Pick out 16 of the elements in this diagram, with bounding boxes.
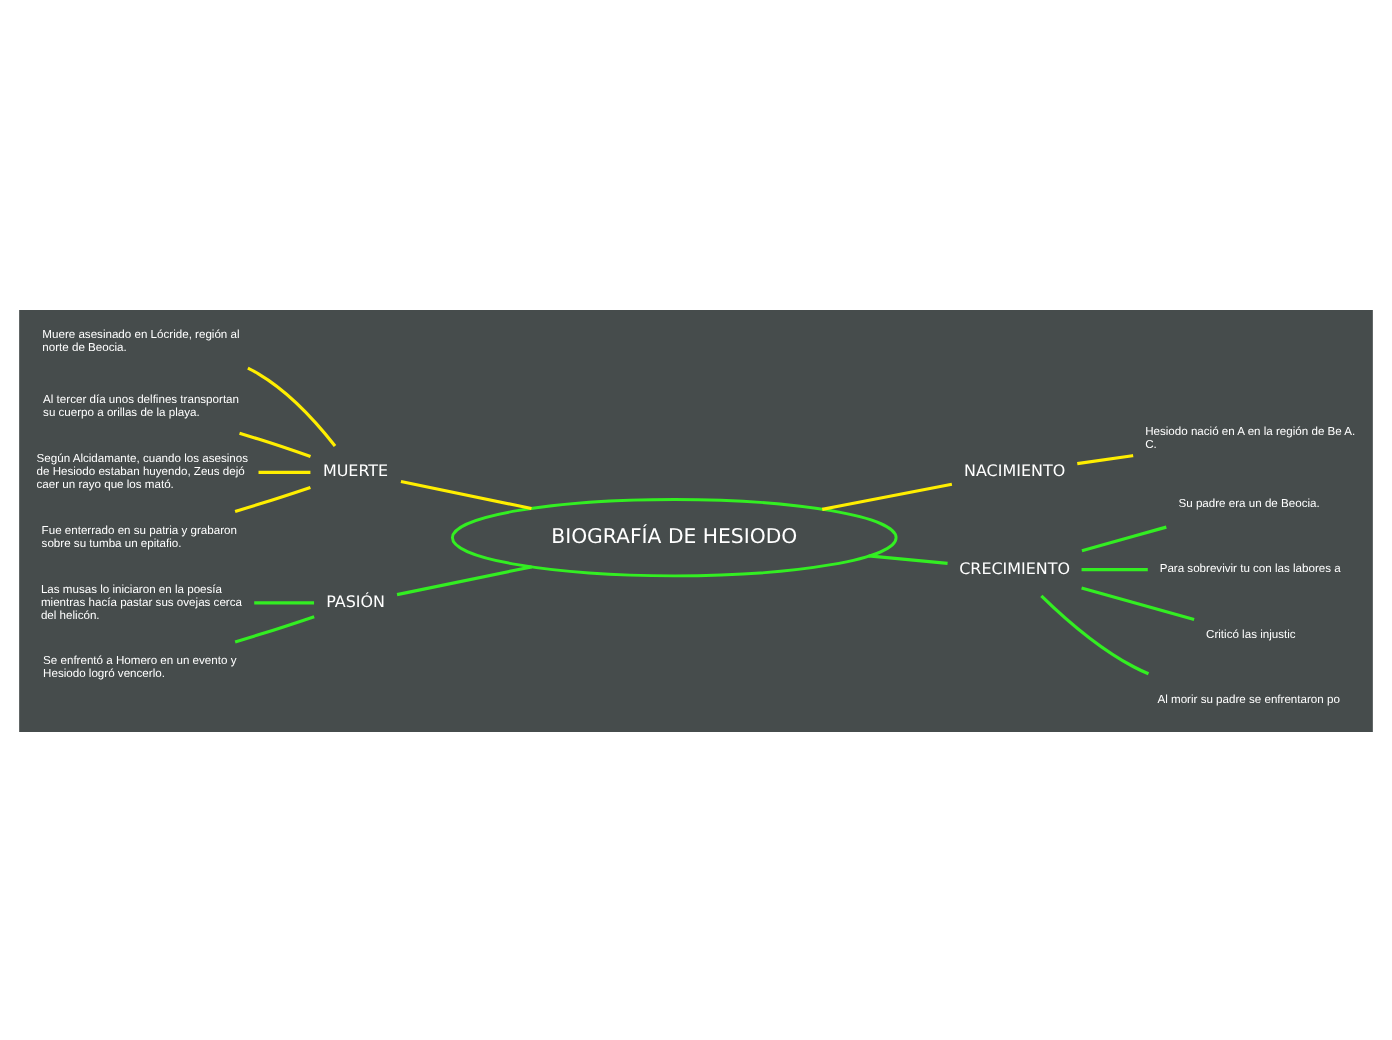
connector — [396, 564, 532, 596]
connector — [821, 481, 953, 510]
connector — [868, 553, 948, 564]
node-ellipse: BIOGRAFÍA DE HESIODO — [450, 497, 898, 577]
connector — [1040, 593, 1150, 675]
connector — [1077, 453, 1134, 465]
connector — [258, 469, 311, 473]
connector — [234, 614, 315, 643]
connector — [254, 600, 315, 604]
connector — [1081, 567, 1148, 571]
connector — [247, 365, 337, 446]
connector — [234, 484, 311, 512]
connector — [239, 430, 312, 458]
connector — [400, 478, 532, 510]
connector — [1081, 585, 1195, 621]
connector — [1081, 524, 1167, 552]
